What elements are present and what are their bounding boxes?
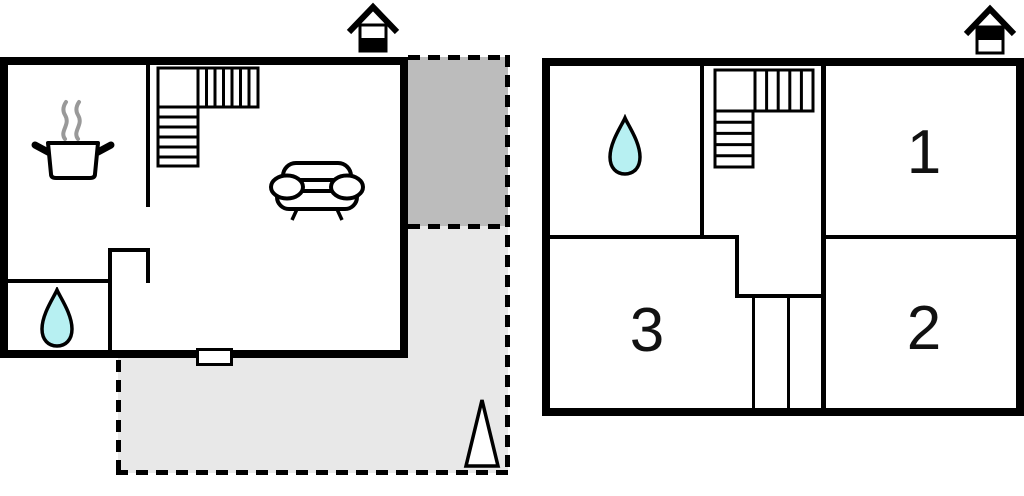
terrace-dashed-border-left bbox=[116, 360, 121, 472]
upper-floor-bathroom-wall bbox=[700, 66, 704, 237]
upper-floor-stairwell-wall-bottom bbox=[735, 294, 826, 298]
room-3-label: 3 bbox=[629, 296, 665, 365]
water-drop-icon bbox=[608, 114, 642, 176]
ground-floor-kitchen-wall bbox=[146, 65, 150, 207]
north-triangle-icon bbox=[463, 399, 501, 468]
ground-floor-bathroom-wall-top bbox=[8, 279, 112, 283]
upper-floor-room1-room2-wall bbox=[826, 235, 1016, 239]
sofa-icon bbox=[269, 161, 365, 221]
house-upper-floor-icon bbox=[963, 4, 1017, 55]
room-1-label: 1 bbox=[906, 118, 942, 187]
room-2-label: 2 bbox=[906, 294, 942, 363]
terrace-dashed-border-right bbox=[505, 55, 510, 475]
upper-floor-stair-void-line-right bbox=[787, 298, 790, 408]
upper-floor-room3-wall-top bbox=[550, 235, 739, 239]
upper-floor-stairwell-wall-left bbox=[735, 237, 739, 298]
staircase-ground-floor-icon bbox=[156, 66, 260, 168]
ground-floor-hall-wall-stub-top bbox=[108, 248, 150, 252]
terrace-dashed-border-top bbox=[408, 55, 510, 60]
door-opening bbox=[196, 348, 233, 366]
balcony-dashed-border-bottom bbox=[408, 224, 505, 229]
terrace-area-bottom bbox=[118, 358, 408, 473]
balcony-area-dark bbox=[408, 57, 508, 226]
house-ground-floor-icon bbox=[346, 2, 400, 53]
water-drop-icon bbox=[40, 287, 74, 348]
upper-floor-stair-void-line-left bbox=[752, 298, 755, 408]
ground-floor-hall-wall-stub-right bbox=[146, 250, 150, 283]
upper-floor-rooms-wall-vertical bbox=[821, 66, 826, 408]
staircase-upper-floor-icon bbox=[713, 68, 815, 169]
cooking-pot-icon bbox=[31, 100, 115, 180]
ground-floor-bathroom-wall-right bbox=[108, 248, 112, 350]
terrace-dashed-border-bottom bbox=[116, 470, 510, 475]
